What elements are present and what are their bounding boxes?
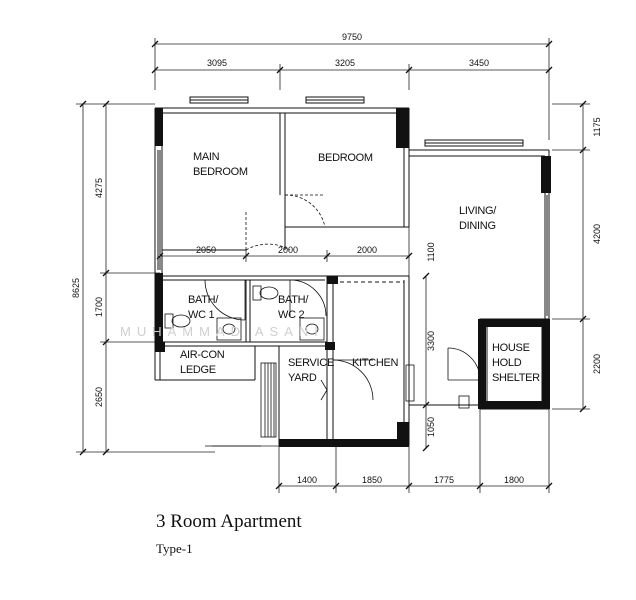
watermark: MUHAMMAD ASANI [120, 324, 324, 339]
dim-left-1: 4275 [94, 178, 104, 198]
room-bath1-line2: WC 1 [188, 309, 214, 321]
dim-1050: 1050 [426, 417, 436, 437]
dim-middle-3: 2000 [357, 245, 377, 255]
plan-subtitle: Type-1 [156, 541, 193, 556]
room-service-line1: SERVICE [288, 357, 334, 369]
plan-title: 3 Room Apartment [156, 511, 302, 532]
room-bath1-line1: BATH/ [188, 294, 219, 306]
dimension-labels: 9750 3095 3205 3450 1400 1850 1775 1800 … [71, 32, 602, 485]
dim-right-2: 4200 [592, 224, 602, 244]
dim-bottom-3: 1775 [434, 475, 454, 485]
doors [204, 194, 481, 401]
room-shelter-line1: HOUSE [492, 342, 530, 354]
room-kitchen: KITCHEN [352, 357, 399, 369]
room-service-line2: YARD [288, 372, 317, 384]
dim-middle-2: 2000 [278, 245, 298, 255]
dim-top-2: 3205 [335, 58, 355, 68]
windows [157, 96, 548, 316]
room-living-line2: DINING [459, 220, 496, 232]
room-bedroom: BEDROOM [318, 152, 373, 164]
dim-top-1: 3095 [207, 58, 227, 68]
dim-right-1: 1175 [592, 117, 602, 136]
dim-middle-1: 2050 [196, 245, 216, 255]
room-bath2-line2: WC 2 [278, 309, 304, 321]
room-living-line1: LIVING/ [459, 205, 497, 217]
room-shelter-line3: SHELTER [492, 372, 540, 384]
room-main-bedroom-line1: MAIN [193, 151, 220, 163]
dim-bottom-4: 1800 [504, 475, 524, 485]
dim-3300: 3300 [426, 331, 436, 351]
structural-walls [155, 108, 551, 447]
dim-left-2: 1700 [94, 297, 104, 317]
dim-top-3: 3450 [469, 58, 489, 68]
dim-left-total: 8625 [71, 278, 81, 298]
dim-right-3: 2200 [592, 354, 602, 374]
room-aircon-line2: LEDGE [180, 364, 216, 376]
dim-bottom-1: 1400 [297, 475, 317, 485]
room-bath2-line1: BATH/ [278, 294, 309, 306]
room-main-bedroom-line2: BEDROOM [193, 166, 248, 178]
fixtures [164, 285, 470, 447]
dim-bottom-2: 1850 [362, 475, 382, 485]
kitchen-counter-dashed [333, 281, 405, 304]
room-shelter-line2: HOLD [492, 357, 522, 369]
room-labels: MAIN BEDROOM BEDROOM LIVING/ DINING BATH… [180, 151, 540, 384]
room-aircon-line1: AIR-CON [180, 349, 225, 361]
dimension-ticks [79, 40, 587, 490]
dim-1100: 1100 [426, 242, 436, 261]
dim-left-3: 2650 [94, 387, 104, 407]
dim-top-total: 9750 [342, 32, 362, 42]
